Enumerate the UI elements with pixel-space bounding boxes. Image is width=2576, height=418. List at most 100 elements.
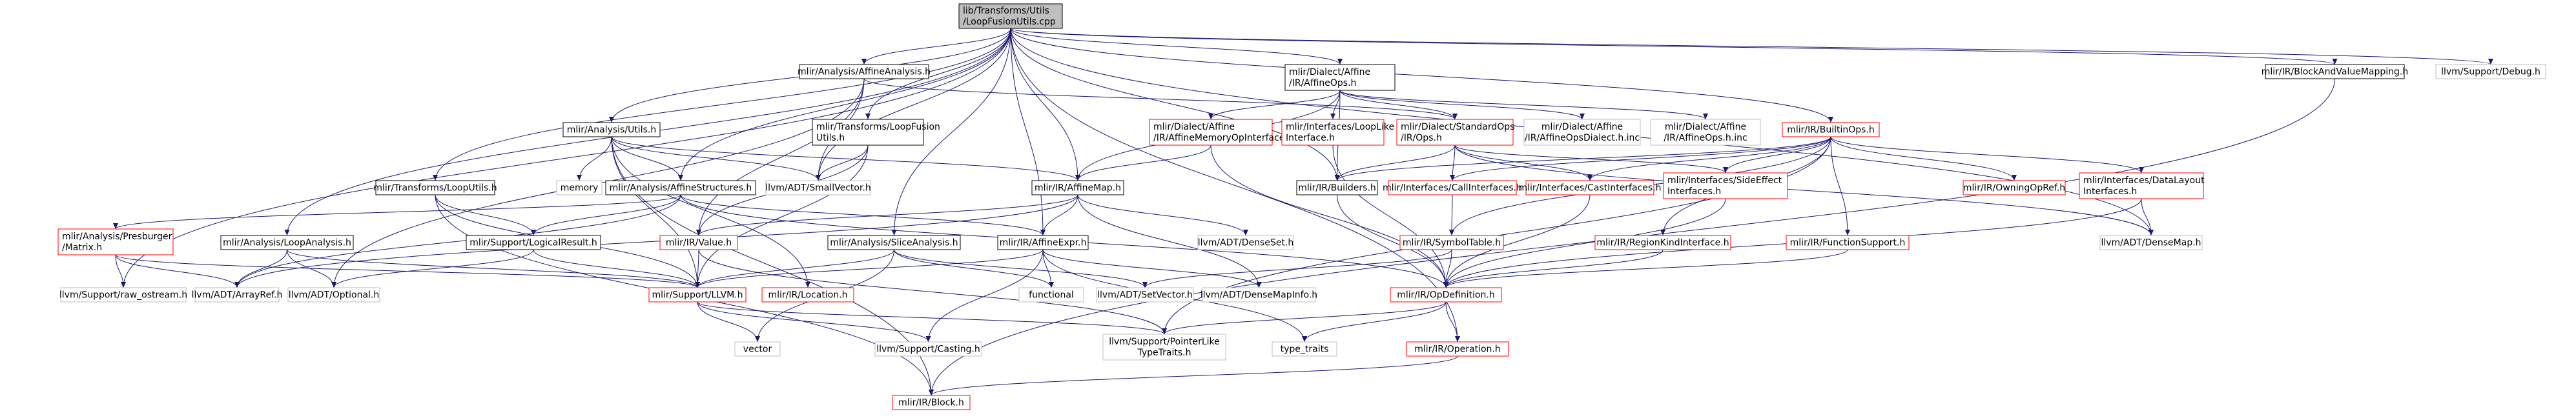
node-label-line: /IR/AffineOpsDialect.h.inc (1525, 133, 1640, 143)
node-loopfusion-utils[interactable]: mlir/Transforms/LoopFusionUtils.h (812, 119, 940, 146)
node-label-line: llvm/Support/PointerLike (1109, 337, 1220, 347)
node-label-line: mlir/Interfaces/SideEffect (1667, 175, 1782, 186)
node-functional: functional (1018, 287, 1084, 303)
edge-n_loopfusion_utils-to-n_support_llvm (695, 144, 869, 288)
node-box (1650, 119, 1761, 146)
edge-n_affine_memop-to-n_affine_map (1075, 144, 1211, 181)
node-ir-value[interactable]: mlir/IR/Value.h (659, 235, 738, 250)
node-label-line: Interfaces.h (2083, 186, 2137, 197)
edge-n_loopfusion_utils-to-n_small_vector (816, 144, 869, 181)
node-ir-location[interactable]: mlir/IR/Location.h (761, 287, 854, 303)
edge-n_builtin_ops-to-n_builders (1334, 136, 1831, 181)
edge-n_slice_analysis-to-n_support_llvm (695, 249, 894, 288)
node-cast-interfaces[interactable]: mlir/Interfaces/CastInterfaces.h (1518, 180, 1662, 195)
node-box (659, 235, 738, 250)
node-transforms-loop-utils[interactable]: mlir/Transforms/LoopUtils.h (373, 180, 497, 195)
node-builders[interactable]: mlir/IR/Builders.h (1296, 180, 1378, 195)
node-box (997, 235, 1089, 250)
node-label-line: mlir/Analysis/AffineStructures.h (610, 183, 752, 194)
node-function-support[interactable]: mlir/IR/FunctionSupport.h (1786, 235, 1910, 250)
node-label-line: mlir/Dialect/Affine (1541, 122, 1623, 132)
node-box (1018, 287, 1084, 303)
edge-root-to-n_affine_structures (678, 28, 1011, 181)
edge-n_builtin_ops-to-n_call_interfaces (1450, 136, 1831, 181)
node-owning-op-ref[interactable]: mlir/IR/OwningOpRef.h (1963, 180, 2066, 195)
node-presburger[interactable]: mlir/Analysis/Presburger/Matrix.h (57, 228, 174, 255)
node-label-line: /LoopFusionUtils.cpp (963, 17, 1056, 27)
node-analysis-utils[interactable]: mlir/Analysis/Utils.h (562, 122, 661, 137)
node-label-line: Interfaces.h (1667, 186, 1721, 197)
node-builtin-ops[interactable]: mlir/IR/BuiltinOps.h (1782, 122, 1880, 137)
node-box (1525, 180, 1654, 195)
edge-n_analysis_utils-to-n_memory (577, 136, 612, 181)
node-label-line: mlir/Dialect/Affine (1289, 67, 1370, 77)
edge-root-to-n_affine_expr (1010, 28, 1046, 236)
edge-n_affine_ops-to-n_standard_ops (1339, 90, 1458, 120)
edge-root-to-n_block_mapping (1010, 28, 2337, 65)
edge-n_affine_expr-to-n_functional (1042, 249, 1054, 288)
edge-n_builtin_ops-to-n_data_layout (1830, 136, 2144, 174)
edge-root-to-n_operation (1010, 28, 1460, 343)
node-box (1594, 235, 1731, 250)
node-operation[interactable]: mlir/IR/Operation.h (1406, 341, 1509, 357)
node-box (958, 3, 1063, 29)
edge-root-to-n_slice_analysis (891, 28, 1011, 236)
node-box (765, 180, 871, 195)
edge-root-to-n_builders (1010, 28, 1340, 181)
node-block[interactable]: mlir/IR/Block.h (892, 395, 971, 410)
node-block-mapping[interactable]: mlir/IR/BlockAndValueMapping.h (2262, 64, 2409, 79)
node-box (375, 180, 495, 195)
node-label-line: llvm/ADT/DenseMap.h (2101, 238, 2201, 248)
node-optional: llvm/ADT/Optional.h (287, 287, 380, 303)
node-box (556, 180, 603, 195)
node-label-line: llvm/ADT/ArrayRef.h (192, 290, 283, 301)
node-affine-memop[interactable]: mlir/Dialect/Affine/IR/AffineMemoryOpInt… (1149, 119, 1298, 146)
node-affine-ops[interactable]: mlir/Dialect/Affine/IR/AffineOps.h (1284, 64, 1396, 91)
node-label-line: Utils.h (816, 133, 845, 143)
node-box (799, 64, 929, 79)
node-label-line: /Matrix.h (62, 243, 102, 253)
edge-n_standard_ops-to-n_dense_map (1454, 144, 2154, 236)
edge-n_builtin_ops-to-n_side_effect (1723, 136, 1831, 174)
node-label-line: mlir/IR/Block.h (898, 398, 964, 408)
node-affine-dialect-inc: mlir/Dialect/Affine/IR/AffineOpsDialect.… (1523, 119, 1641, 146)
node-op-definition[interactable]: mlir/IR/OpDefinition.h (1390, 287, 1502, 303)
node-affine-analysis[interactable]: mlir/Analysis/AffineAnalysis.h (798, 64, 931, 79)
node-label-line: mlir/Support/LLVM.h (652, 290, 743, 301)
edge-n_logical_result-to-n_optional (331, 249, 534, 288)
node-affine-structures[interactable]: mlir/Analysis/AffineStructures.h (605, 180, 756, 195)
node-loop-analysis[interactable]: mlir/Analysis/LoopAnalysis.h (220, 235, 354, 250)
node-box (1399, 235, 1504, 250)
edge-n_affine_analysis-to-n_standard_ops (863, 78, 1458, 120)
node-label-line: mlir/Dialect/Affine (1665, 122, 1746, 132)
node-logical-result[interactable]: mlir/Support/LogicalResult.h (466, 235, 601, 250)
node-affine-map[interactable]: mlir/IR/AffineMap.h (1031, 180, 1124, 195)
node-box (1281, 119, 1385, 146)
node-root[interactable]: lib/Transforms/Utils/LoopFusionUtils.cpp (958, 3, 1063, 29)
node-label-line: mlir/IR/Operation.h (1414, 344, 1500, 355)
node-label-line: /IR/AffineOps.h (1289, 78, 1356, 88)
node-region-kind[interactable]: mlir/IR/RegionKindInterface.h (1594, 235, 1731, 250)
node-box (812, 119, 924, 146)
edge-n_symbol_table-to-n_set_vector (1142, 249, 1452, 288)
edge-n_affine_map-to-n_ir_value (696, 194, 1078, 236)
node-affine-expr[interactable]: mlir/IR/AffineExpr.h (997, 235, 1089, 250)
node-slice-analysis[interactable]: mlir/Analysis/SliceAnalysis.h (827, 235, 961, 250)
node-support-llvm[interactable]: mlir/Support/LLVM.h (648, 287, 747, 303)
node-call-interfaces[interactable]: mlir/Interfaces/CallInterfaces.h (1383, 180, 1522, 195)
node-standard-ops[interactable]: mlir/Dialect/StandardOps/IR/Ops.h (1396, 119, 1514, 146)
node-label-line: /IR/Ops.h (1401, 133, 1442, 143)
node-symbol-table[interactable]: mlir/IR/SymbolTable.h (1399, 235, 1504, 250)
node-box (827, 235, 961, 250)
node-box (1390, 287, 1502, 303)
edge-root-to-n_raw_ostream (121, 28, 1011, 288)
edge-n_operation-to-n_block (929, 355, 1458, 396)
node-box (1102, 333, 1226, 361)
edge-n_loop_analysis-to-n_array_ref (234, 249, 287, 288)
node-label-line: llvm/ADT/Optional.h (289, 290, 380, 301)
